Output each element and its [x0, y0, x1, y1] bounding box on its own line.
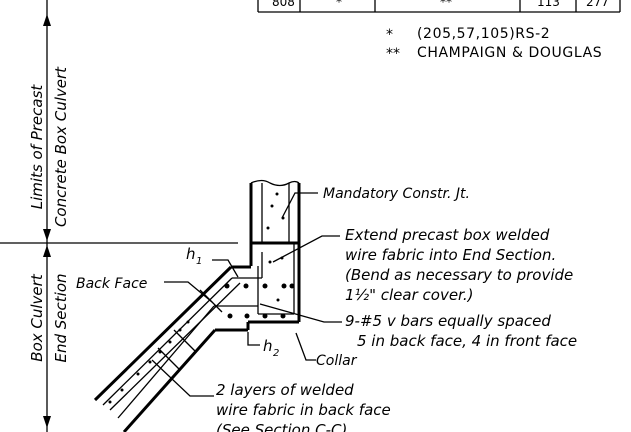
leader-h1: [212, 259, 239, 278]
rebar-dot: [270, 204, 274, 208]
table-cell: 277: [586, 0, 609, 9]
rebar-dot: [268, 260, 272, 264]
table-cell: *: [336, 0, 342, 9]
precast-wall: [249, 179, 301, 322]
arrowhead-down: [43, 229, 51, 241]
extend-note-line: (Bend as necessary to provide: [345, 266, 573, 284]
rebar-dot: [136, 372, 140, 376]
h1-label: h: [186, 245, 196, 263]
rebar-dot: [280, 313, 286, 319]
notes: * (205,57,105)RS-2 ** CHAMPAIGN & DOUGLA…: [386, 26, 602, 62]
back-face-label: Back Face: [76, 276, 147, 292]
leaders: [151, 192, 342, 397]
fabric-note-line: 2 layers of welded: [216, 381, 354, 399]
fabric-line: [109, 282, 241, 411]
leader-collar: [295, 332, 316, 361]
table-cell: 808: [272, 0, 295, 9]
note-text: (205,57,105)RS-2: [417, 26, 550, 42]
leader-bars: [259, 303, 342, 323]
rebar-dot: [158, 350, 162, 354]
table-cell: 113: [537, 0, 560, 9]
schedule-table: 808 * ** 113 277: [257, 0, 621, 13]
rebar-dot: [275, 192, 279, 196]
note-mark: *: [386, 27, 393, 43]
rebar-dot: [243, 283, 249, 289]
fabric-note-line: wire fabric in back face: [216, 401, 391, 419]
rebar-dot: [262, 313, 268, 319]
rebar-dot: [281, 283, 287, 289]
h2-label: h: [263, 337, 273, 355]
note-mark: **: [386, 46, 400, 62]
leader-extend-fabric: [272, 235, 340, 263]
mandatory-joint-label: Mandatory Constr. Jt.: [323, 186, 470, 202]
leader-back-face: [164, 281, 213, 303]
rebar-dot: [266, 226, 270, 230]
joint-line: [157, 347, 181, 371]
extend-note-line: Extend precast box welded: [345, 226, 550, 244]
rebar-dot: [186, 320, 190, 324]
rebar-dot: [289, 283, 295, 289]
fabric-line: [102, 277, 233, 406]
h2-subscript: 2: [273, 348, 279, 359]
side-label: Concrete Box Culvert: [52, 66, 70, 227]
note-text: CHAMPAIGN & DOUGLAS: [417, 45, 602, 61]
fabric-line: [117, 305, 215, 419]
back-face-outer: [93, 265, 233, 402]
collar-label: Collar: [316, 353, 358, 369]
side-label: Box Culvert: [28, 273, 46, 362]
arrowhead-up: [43, 14, 51, 26]
side-label: Limits of Precast: [28, 84, 46, 210]
bars-note-line: 5 in back face, 4 in front face: [357, 332, 577, 350]
rebar-dot: [148, 360, 152, 364]
rebar-dot: [262, 283, 268, 289]
extend-note-line: wire fabric into End Section.: [345, 246, 556, 264]
rebar-dot: [276, 298, 280, 302]
rebar-dot: [224, 283, 230, 289]
bars-note-line: 9-#5 v bars equally spaced: [345, 312, 551, 330]
arrowhead-up: [43, 245, 51, 257]
fabric-note-line: (See Section C-C): [216, 421, 347, 432]
rebar-dot: [120, 388, 124, 392]
side-label: End Section: [52, 273, 70, 362]
arrowhead-down: [43, 416, 51, 428]
extend-note-line: 1½" clear cover.): [345, 286, 473, 304]
rebar-dot: [244, 313, 250, 319]
h1-subscript: 1: [196, 256, 202, 267]
limit-dimension: [0, 0, 238, 432]
rebar-dot: [227, 313, 233, 319]
leader-fabric: [151, 359, 214, 397]
rebar-dot: [108, 400, 112, 404]
rebar-dot: [168, 340, 172, 344]
joint-line: [173, 329, 197, 353]
table-cell: **: [440, 0, 452, 9]
rebar-dot: [178, 328, 182, 332]
front-face: [122, 329, 217, 432]
leader-h2: [247, 332, 260, 346]
end-section: [93, 243, 299, 432]
leader-mandatory-joint: [281, 192, 318, 219]
break-line: [250, 179, 300, 187]
